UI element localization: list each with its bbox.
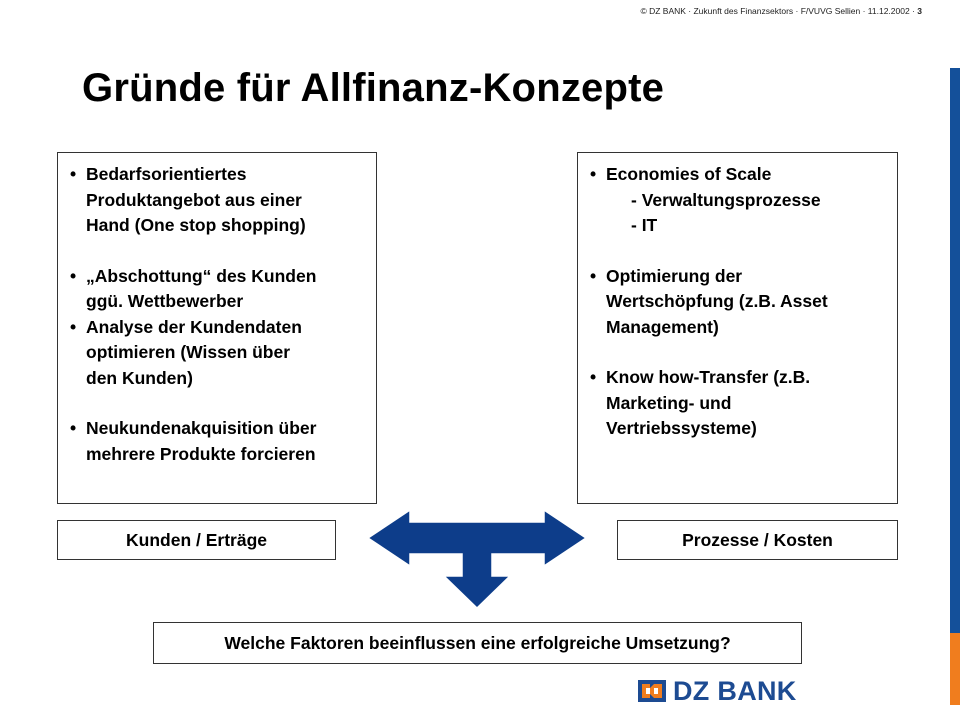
side-accent-bar-blue [950, 68, 960, 633]
customer-reasons-box: • Bedarfsorientiertes Produktangebot aus… [57, 152, 377, 504]
sub-item: - IT [631, 215, 658, 235]
dz-bank-logo-icon [638, 680, 666, 702]
bullet: • [70, 316, 77, 337]
item-line: Management) [606, 316, 719, 337]
right-item-2: • Optimierung der Wertschöpfung (z.B. As… [590, 264, 891, 341]
left-item-1: • Bedarfsorientiertes Produktangebot aus… [70, 162, 370, 239]
item-line: den Kunden) [86, 367, 193, 388]
item-line: Bedarfsorientiertes [86, 164, 247, 184]
bullet: • [590, 164, 597, 184]
item-line: Marketing- und [606, 392, 732, 413]
item-line: mehrere Produkte forcieren [86, 443, 316, 464]
item-line: Economies of Scale [606, 164, 772, 184]
slide-header: © DZ BANK · Zukunft des Finanzsektors · … [640, 6, 922, 16]
left-item-3: • Analyse der Kundendaten optimieren (Wi… [70, 315, 370, 392]
header-text: © DZ BANK · Zukunft des Finanzsektors · … [640, 6, 915, 16]
item-line: Analyse der Kundendaten [86, 316, 302, 337]
left-item-2: • „Abschottung“ des Kunden ggü. Wettbewe… [70, 264, 370, 315]
right-item-3: • Know how-Transfer (z.B. Marketing- und… [590, 365, 891, 442]
item-line: Hand (One stop shopping) [86, 215, 306, 235]
item-line: „Abschottung“ des Kunden [86, 265, 317, 286]
item-line: Optimierung der [606, 265, 743, 286]
item-line: Know how-Transfer (z.B. [606, 367, 811, 387]
three-way-arrow-icon [366, 508, 588, 610]
side-accent-bar-orange [950, 633, 960, 705]
slide-title: Gründe für Allfinanz-Konzepte [82, 66, 665, 110]
dz-bank-logo-text: DZ BANK [673, 676, 797, 706]
item-line: Vertriebssysteme) [606, 418, 757, 438]
left-item-4: • Neukundenakquisition über mehrere Prod… [70, 416, 370, 467]
bullet: • [590, 265, 597, 286]
key-question-box: Welche Faktoren beeinflussen eine erfolg… [153, 622, 802, 664]
page-number: 3 [917, 6, 922, 16]
bullet: • [590, 367, 597, 387]
bullet: • [70, 164, 77, 184]
right-item-1: • Economies of Scale - Verwaltungsprozes… [590, 162, 891, 239]
customers-revenue-label: Kunden / Erträge [57, 520, 336, 560]
bullet: • [70, 265, 77, 286]
item-line: optimieren (Wissen über [86, 342, 291, 362]
item-line: Wertschöpfung (z.B. Asset [606, 291, 828, 311]
processes-costs-label: Prozesse / Kosten [617, 520, 898, 560]
item-line: Produktangebot aus einer [86, 189, 302, 210]
sub-item: - Verwaltungsprozesse [631, 189, 821, 210]
item-line: ggü. Wettbewerber [86, 291, 244, 311]
item-line: Neukundenakquisition über [86, 418, 317, 438]
bullet: • [70, 418, 77, 438]
process-reasons-box: • Economies of Scale - Verwaltungsprozes… [577, 152, 898, 504]
